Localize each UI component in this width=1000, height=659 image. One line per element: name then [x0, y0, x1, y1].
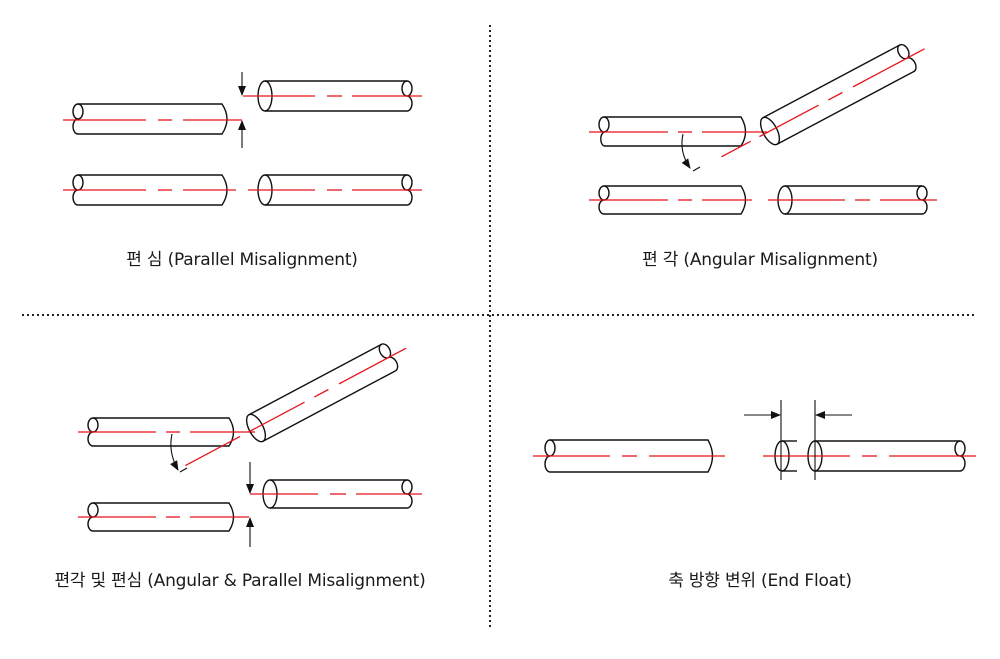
- shaft: [589, 185, 752, 215]
- panel-combined-diagram: [78, 343, 422, 547]
- shaft: [533, 439, 725, 473]
- shaft: [185, 343, 407, 467]
- panel-parallel-diagram: [63, 72, 422, 206]
- shaft: [78, 417, 255, 447]
- shaft: [78, 502, 249, 532]
- shaft: [248, 174, 422, 206]
- shaft: [768, 185, 937, 215]
- shaft: [721, 43, 925, 158]
- shaft: [63, 103, 242, 135]
- caption-end-float: 축 방향 변위 (End Float): [668, 571, 852, 591]
- shaft: [250, 479, 422, 509]
- shaft: [63, 174, 236, 206]
- caption-parallel-misalignment: 편 심 (Parallel Misalignment): [126, 250, 358, 270]
- panel-end-float-diagram: [533, 400, 976, 480]
- shaft: [589, 116, 767, 147]
- shaft: [763, 440, 976, 472]
- caption-angular-parallel-misalignment: 편각 및 편심 (Angular & Parallel Misalignment…: [54, 571, 426, 591]
- shaft: [243, 80, 422, 112]
- caption-angular-misalignment: 편 각 (Angular Misalignment): [642, 250, 878, 270]
- panel-angular-diagram: [589, 43, 937, 215]
